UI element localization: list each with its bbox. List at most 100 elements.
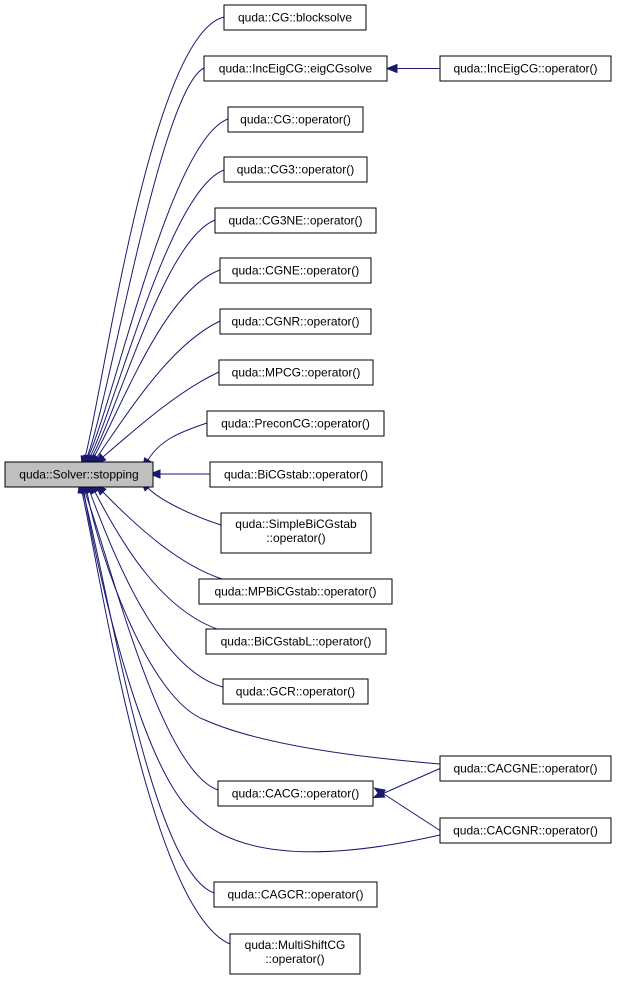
node-cacgnr-op[interactable]: quda::CACGNR::operator() [439,817,612,844]
edge-inceig_op-to-inceig_eigcgsolve [385,63,440,74]
edge-cgnr_op-to-stopping [90,320,221,467]
node-inceig-eigcgsolve[interactable]: quda::IncEigCG::eigCGsolve [203,55,388,82]
node-bicgstabl-op[interactable]: quda::BiCGstabL::operator() [205,628,387,655]
node-cgnr-op[interactable]: quda::CGNR::operator() [219,308,372,335]
node-box [205,628,387,655]
node-box [203,55,388,82]
edge-multishiftcg_op-to-stopping [77,480,231,945]
node-label: quda::CGNE::operator() [232,264,359,278]
node-gcr-op[interactable]: quda::GCR::operator() [222,678,369,705]
node-mpcg-op[interactable]: quda::MPCG::operator() [218,359,374,386]
edge-cg_blocksolve-to-stopping [80,16,225,468]
edge-line [102,371,220,458]
arrowhead-icon [148,469,161,479]
edge-mpbicgstab_op-to-stopping [95,483,223,580]
edge-line [147,487,222,526]
edge-cgne_op-to-stopping [88,269,221,467]
edge-line [382,768,441,794]
node-bicgstab-op[interactable]: quda::BiCGstab::operator() [209,461,383,488]
node-preconcg-op[interactable]: quda::PreconCG::operator() [206,410,385,437]
node-label: quda::GCR::operator() [236,685,355,699]
node-label: quda::IncEigCG::eigCGsolve [219,62,373,76]
node-cgne-op[interactable]: quda::CGNE::operator() [219,257,372,284]
node-box [229,933,361,975]
node-box [439,755,612,782]
node-label: quda::CG::blocksolve [238,11,352,25]
node-simplebicgstab-op[interactable]: quda::SimpleBiCGstab::operator() [220,512,372,554]
node-cagcr-op[interactable]: quda::CAGCR::operator() [213,881,378,908]
node-cg3ne-op[interactable]: quda::CG3NE::operator() [214,207,377,234]
node-label: quda::CG::operator() [240,113,351,127]
node-label: quda::Solver::stopping [19,468,138,482]
node-label: quda::CACGNR::operator() [453,824,598,838]
edge-simplebicgstab_op-to-stopping [139,479,222,526]
edge-layer [77,16,441,945]
node-cacg-op[interactable]: quda::CACG::operator() [217,780,374,807]
node-box [218,359,374,386]
edge-cacgnr_op-to-cacg_op [373,787,441,831]
node-cg-blocksolve[interactable]: quda::CG::blocksolve [223,4,367,31]
edge-line [94,491,221,631]
node-box [220,512,372,554]
node-cg3-op[interactable]: quda::CG3::operator() [223,156,368,183]
node-box [217,780,374,807]
edge-line [81,491,231,945]
node-mpbicgstab-op[interactable]: quda::MPBiCGstab::operator() [198,578,393,605]
node-box [223,4,367,31]
edge-cg_op-to-stopping [83,118,229,468]
node-label: quda::MultiShiftCG [245,938,346,952]
edge-inceig_eigcgsolve-to-stopping [82,67,205,468]
edge-line [84,16,225,458]
node-box [439,817,612,844]
node-label: quda::SimpleBiCGstab [235,517,357,531]
edge-cg3ne_op-to-stopping [86,219,216,468]
node-multishiftcg-op[interactable]: quda::MultiShiftCG::operator() [229,933,361,975]
node-label: quda::CG3::operator() [237,163,354,177]
edge-line [89,169,225,458]
node-label: quda::CGNR::operator() [231,315,359,329]
node-box [198,578,393,605]
node-label: ::operator() [266,531,325,545]
edge-line [86,67,205,458]
node-box [223,156,368,183]
node-label: quda::CACG::operator() [232,787,359,801]
edge-line [147,422,208,461]
node-cg-op[interactable]: quda::CG::operator() [227,106,364,133]
node-box [219,308,372,335]
edge-line [86,491,441,765]
node-stopping[interactable]: quda::Solver::stopping [4,461,154,488]
edge-line [87,118,229,458]
node-label: quda::CG3NE::operator() [228,214,362,228]
node-box [219,257,372,284]
node-box [206,410,385,437]
node-label: quda::PreconCG::operator() [221,417,370,431]
edge-line [83,491,441,853]
edge-line [89,491,224,688]
edge-cg3_op-to-stopping [84,169,225,468]
edge-line [102,491,223,580]
node-box [227,106,364,133]
edge-line [84,491,219,791]
node-box [4,461,154,488]
node-box [222,678,369,705]
edge-bicgstab_op-to-stopping [148,469,210,479]
node-cacgne-op[interactable]: quda::CACGNE::operator() [439,755,612,782]
edge-line [96,320,221,458]
node-inceig-op[interactable]: quda::IncEigCG::operator() [439,55,612,82]
edge-line [382,793,441,831]
node-label: quda::IncEigCG::operator() [453,62,597,76]
node-label: quda::BiCGstabL::operator() [221,635,372,649]
edge-bicgstabl_op-to-stopping [89,481,221,631]
node-label: quda::BiCGstab::operator() [224,468,368,482]
edge-line [93,269,221,458]
arrowhead-icon [373,787,386,798]
node-box [209,461,383,488]
node-label: quda::CAGCR::operator() [227,888,363,902]
edge-cagcr_op-to-stopping [78,481,215,894]
edge-line [91,219,216,458]
edge-line [82,491,215,894]
node-label: quda::MPBiCGstab::operator() [214,585,376,599]
node-label: quda::MPCG::operator() [232,366,361,380]
node-label: ::operator() [265,952,324,966]
